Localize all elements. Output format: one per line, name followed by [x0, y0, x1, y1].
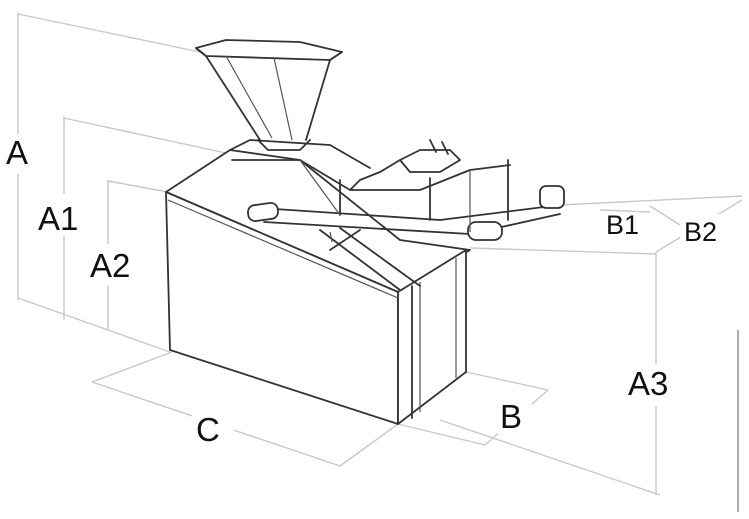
- cabinet: [165, 149, 471, 425]
- dimension-labels: A A1 A2 A3 B B1 B2 C: [2, 134, 726, 448]
- machine-illustration: [165, 39, 565, 425]
- conveyor-frame: [229, 139, 565, 291]
- label-b: B: [500, 398, 522, 435]
- label-a: A: [6, 134, 28, 171]
- label-b2: B2: [684, 217, 717, 247]
- label-a1: A1: [38, 200, 78, 237]
- label-a2: A2: [90, 247, 130, 284]
- hopper: [195, 39, 343, 151]
- label-c: C: [196, 411, 220, 448]
- label-b1: B1: [606, 210, 639, 240]
- label-a3: A3: [628, 365, 668, 402]
